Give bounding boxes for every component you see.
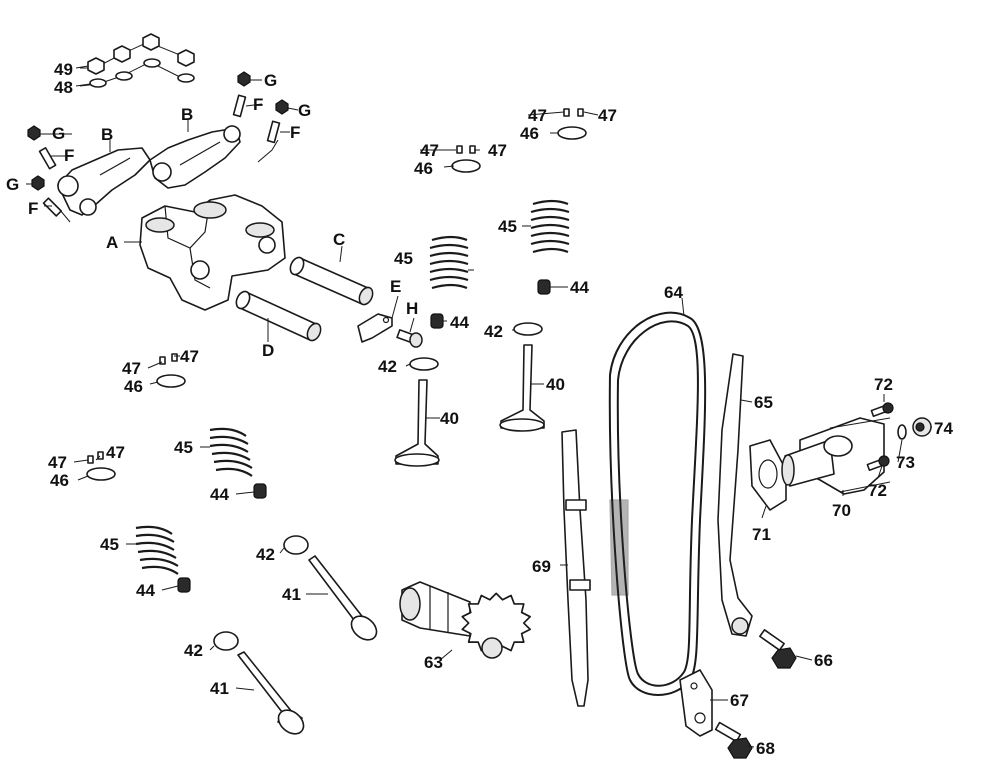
label-40: 40 — [440, 409, 459, 428]
valve-40-left — [394, 379, 440, 467]
valve-spring-mid-left — [209, 427, 253, 477]
label-47: 47 — [122, 359, 141, 378]
tensioner-70 — [781, 417, 891, 495]
nut-set-49 — [80, 33, 195, 75]
label-h: H — [406, 299, 418, 318]
spring-seat-washers — [213, 322, 543, 651]
lock-nuts — [27, 71, 289, 191]
label-41: 41 — [210, 679, 229, 698]
label-d: D — [262, 341, 274, 360]
label-g: G — [6, 175, 19, 194]
label-46: 46 — [50, 471, 69, 490]
valve-keepers — [87, 108, 584, 464]
label-f: F — [253, 95, 263, 114]
label-67: 67 — [730, 691, 749, 710]
label-71: 71 — [752, 525, 771, 544]
callout-labels: 49 48 G F G F B B G F G F A C D E H 47 4… — [6, 60, 953, 758]
label-42: 42 — [184, 641, 203, 660]
valve-retainers — [86, 126, 587, 481]
label-44: 44 — [450, 313, 469, 332]
bolt-h — [396, 329, 423, 348]
label-40: 40 — [546, 375, 565, 394]
label-48: 48 — [54, 78, 73, 97]
plug-74 — [912, 417, 932, 437]
label-42: 42 — [484, 322, 503, 341]
label-46: 46 — [124, 377, 143, 396]
label-72: 72 — [874, 375, 893, 394]
label-47: 47 — [598, 106, 617, 125]
label-45: 45 — [100, 535, 119, 554]
label-74: 74 — [934, 419, 953, 438]
lock-plate-e — [357, 313, 393, 343]
label-g: G — [298, 101, 311, 120]
label-41: 41 — [282, 585, 301, 604]
adjuster-screws — [38, 94, 281, 217]
label-46: 46 — [520, 124, 539, 143]
label-45: 45 — [394, 249, 413, 268]
label-45: 45 — [498, 217, 517, 236]
bolt-72-upper — [870, 402, 894, 418]
timing-chain-64 — [608, 311, 707, 696]
label-42: 42 — [378, 357, 397, 376]
label-45: 45 — [174, 438, 193, 457]
gasket-71 — [749, 439, 787, 511]
label-44: 44 — [570, 278, 589, 297]
label-g: G — [52, 124, 65, 143]
camshaft-63 — [399, 581, 531, 659]
label-64: 64 — [664, 283, 683, 302]
label-47: 47 — [528, 106, 547, 125]
rocker-shaft-d — [235, 290, 322, 342]
label-47: 47 — [488, 141, 507, 160]
label-73: 73 — [896, 453, 915, 472]
rocker-shaft-c — [289, 256, 374, 306]
label-f: F — [290, 123, 300, 142]
rocker-arm-b-left — [57, 147, 151, 216]
valve-spring-upper-middle — [429, 235, 469, 290]
label-f: F — [64, 146, 74, 165]
bolt-68 — [714, 721, 753, 759]
label-44: 44 — [136, 581, 155, 600]
label-b: B — [101, 125, 113, 144]
label-72: 72 — [868, 481, 887, 500]
label-c: C — [333, 230, 345, 249]
label-47: 47 — [48, 453, 67, 472]
chain-guide-69 — [561, 429, 591, 707]
bolt-66 — [759, 629, 797, 669]
chain-guide-65 — [717, 353, 753, 637]
rocker-arm-b-right — [149, 125, 241, 189]
label-44: 44 — [210, 485, 229, 504]
rocker-support-a — [139, 194, 286, 311]
label-69: 69 — [532, 557, 551, 576]
label-66: 66 — [814, 651, 833, 670]
label-b: B — [181, 105, 193, 124]
label-46: 46 — [414, 159, 433, 178]
bracket-67 — [679, 669, 713, 737]
o-ring-73 — [897, 424, 907, 440]
valve-41-lower — [237, 651, 305, 735]
label-49: 49 — [54, 60, 73, 79]
label-e: E — [390, 277, 401, 296]
label-g: G — [264, 71, 277, 90]
label-f: F — [28, 199, 38, 218]
label-42: 42 — [256, 545, 275, 564]
label-47: 47 — [106, 443, 125, 462]
leader-lines — [26, 65, 932, 748]
label-63: 63 — [424, 653, 443, 672]
bolt-72-lower — [866, 455, 890, 472]
label-68: 68 — [756, 739, 775, 758]
valve-41-upper — [308, 555, 378, 641]
label-65: 65 — [754, 393, 773, 412]
label-47: 47 — [420, 141, 439, 160]
valve-spring-low-left — [135, 525, 179, 575]
label-47: 47 — [180, 347, 199, 366]
valve-40-right — [499, 344, 545, 432]
valve-spring-upper-right — [530, 199, 570, 254]
label-70: 70 — [832, 501, 851, 520]
washer-set-48 — [79, 58, 195, 88]
label-a: A — [106, 233, 118, 252]
